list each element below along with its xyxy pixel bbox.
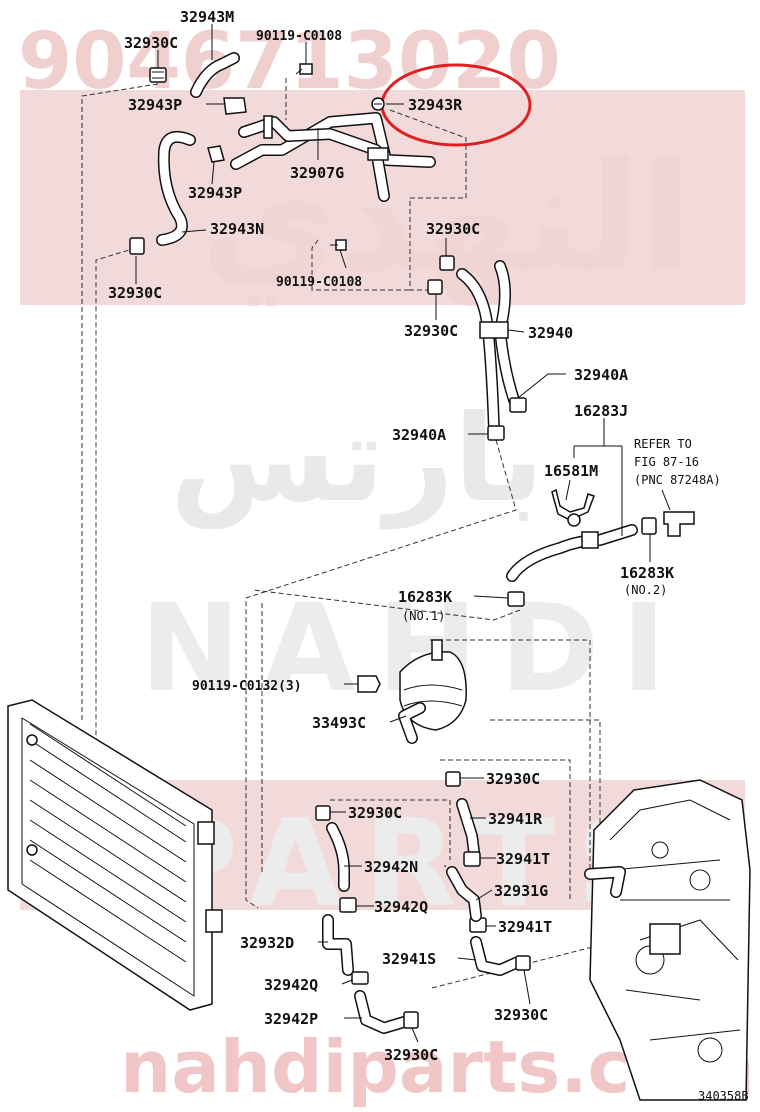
- label-32943p-a: 32943P: [128, 96, 182, 114]
- parts: [129, 52, 695, 1034]
- bracket-16581m: [551, 488, 595, 527]
- refer-note-line3: (PNC 87248A): [634, 473, 721, 487]
- bolt-90119-c0108-mid: [330, 239, 347, 251]
- label-16283k-a: 16283K: [398, 588, 452, 606]
- clamp-32930c-f: [315, 805, 331, 821]
- hose-32943n: [156, 131, 196, 246]
- pipe-32907g: [230, 112, 436, 202]
- clamp-32942q-a: [339, 897, 357, 913]
- clamp-32943r: [371, 97, 385, 111]
- clamp-16283k-no1: [507, 591, 525, 607]
- label-32940: 32940: [528, 324, 573, 342]
- pipe-32932d: [322, 914, 354, 976]
- label-90119-c0108-b: 90119-C0108: [276, 275, 362, 290]
- watermark-brand-2: PARTS: [150, 795, 685, 934]
- clamp-32940a-b: [487, 425, 505, 441]
- label-32930c-g: 32930C: [494, 1006, 548, 1024]
- label-32931g: 32931G: [494, 882, 548, 900]
- figure-id: 340358B: [698, 1089, 749, 1103]
- part-labels: 32943M 32930C 90119-C0108 32943P 32943R …: [108, 8, 749, 1103]
- label-32930c-e: 32930C: [486, 770, 540, 788]
- clamp-32930c-h: [403, 1011, 419, 1029]
- label-32941s: 32941S: [382, 950, 436, 968]
- label-32942q-a: 32942Q: [374, 898, 428, 916]
- label-32930c-a: 32930C: [124, 34, 178, 52]
- clamp-32930c-c: [439, 255, 455, 271]
- hose-32942n: [326, 822, 350, 892]
- note-no1: (NO.1): [402, 609, 445, 623]
- hose-16283j: [506, 524, 638, 582]
- transmission-icon: [584, 779, 751, 1101]
- label-32930c-f: 32930C: [348, 804, 402, 822]
- hose-32942p: [354, 990, 410, 1034]
- clamp-32940a-a: [509, 397, 527, 413]
- label-32940a-a: 32940A: [574, 366, 628, 384]
- label-32943m: 32943M: [180, 8, 234, 26]
- clamp-32943p-b: [207, 145, 225, 163]
- dashed-leader-lines: [30, 78, 621, 989]
- label-32930c-d: 32930C: [404, 322, 458, 340]
- note-no2: (NO.2): [624, 583, 667, 597]
- clamp-32930c-g: [515, 955, 531, 971]
- label-32941t-b: 32941T: [498, 918, 552, 936]
- label-32943n: 32943N: [210, 220, 264, 238]
- label-90119-c0132: 90119-C0132(3): [192, 679, 302, 694]
- label-16283j: 16283J: [574, 402, 628, 420]
- label-32930c-b: 32930C: [108, 284, 162, 302]
- label-32940a-b: 32940A: [392, 426, 446, 444]
- label-32942n: 32942N: [364, 858, 418, 876]
- oil-cooler-icon: [398, 639, 467, 744]
- hose-32943m: [190, 52, 240, 98]
- clamp-32930c-e: [445, 771, 461, 787]
- label-32943r: 32943R: [408, 96, 463, 114]
- clamp-32943p-a: [223, 97, 247, 115]
- label-33493c: 33493C: [312, 714, 366, 732]
- watermark-arabic: النهدي: [200, 132, 692, 307]
- clamp-32941t-a: [463, 851, 481, 867]
- label-32943p-b: 32943P: [188, 184, 242, 202]
- label-32930c-c: 32930C: [426, 220, 480, 238]
- label-32942q-b: 32942Q: [264, 976, 318, 994]
- label-32932d: 32932D: [240, 934, 294, 952]
- label-16581m: 16581M: [544, 462, 598, 480]
- label-32930c-h: 32930C: [384, 1046, 438, 1064]
- clamp-32930c-d: [427, 279, 443, 295]
- hose-32941s: [470, 936, 524, 976]
- label-32907g: 32907G: [290, 164, 344, 182]
- clamp-32930c-left: [129, 237, 145, 255]
- label-32941t-a: 32941T: [496, 850, 550, 868]
- radiator-icon: [7, 699, 223, 1011]
- leader-lines: [135, 24, 671, 1043]
- hose-32940: [456, 260, 520, 436]
- pipe-32931g: [446, 866, 482, 922]
- label-32942p: 32942P: [264, 1010, 318, 1028]
- watermark-arabic-2: بارتس: [170, 390, 544, 529]
- refer-note-line2: FIG 87-16: [634, 455, 699, 469]
- hose-32941r: [456, 798, 480, 858]
- label-32941r: 32941R: [488, 810, 543, 828]
- label-16283k-b: 16283K: [620, 564, 674, 582]
- clamp-32942q-b: [351, 971, 369, 985]
- fitting-87248a: [641, 511, 695, 537]
- label-90119-c0108-a: 90119-C0108: [256, 29, 342, 44]
- clamp-32930c-top: [149, 67, 167, 83]
- refer-note-line1: REFER TO: [634, 437, 692, 451]
